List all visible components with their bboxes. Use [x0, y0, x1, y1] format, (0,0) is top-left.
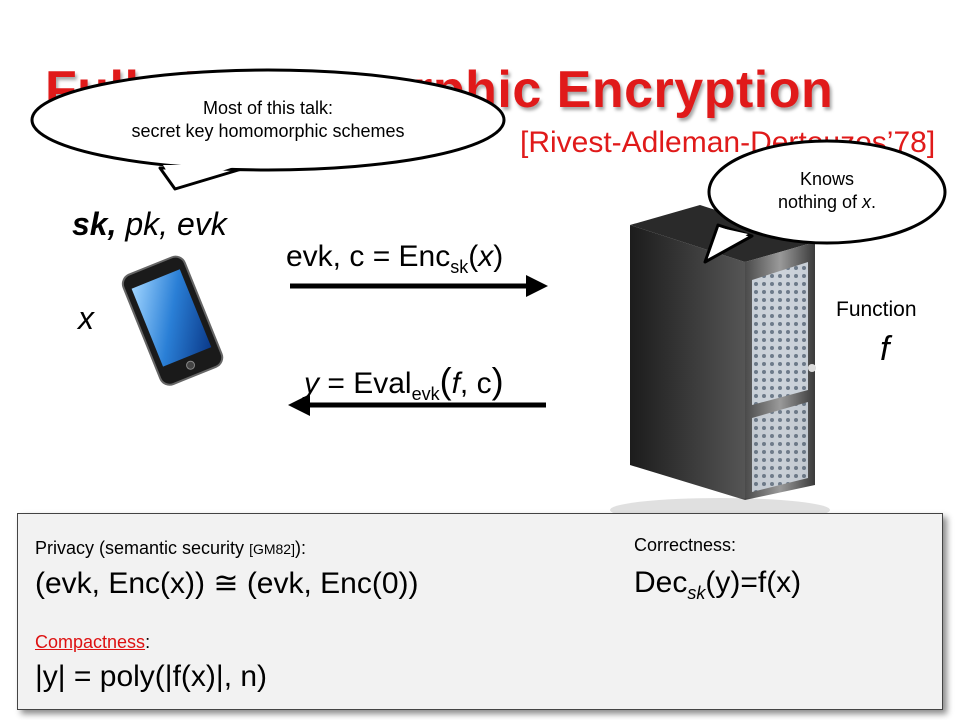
privacy-label: Privacy (semantic security [GM82]):: [35, 538, 306, 558]
properties-panel: [17, 513, 943, 710]
privacy-formula: (evk, Enc(x)) ≅ (evk, Enc(0)): [35, 567, 419, 600]
bubble-right-line2: nothing of x.: [777, 192, 877, 212]
send-arrow: [290, 275, 548, 297]
bubble-top-line1: Most of this talk:: [202, 98, 334, 118]
speech-bubble-right-text: Knows nothing of x.: [740, 168, 914, 214]
bubble-top-line2: secret key homomorphic schemes: [131, 121, 405, 141]
phone-icon: [121, 255, 224, 386]
correctness-formula: Decsk(y)=f(x): [634, 566, 802, 603]
function-symbol: f: [880, 330, 890, 368]
client-secret-input: x: [78, 300, 94, 336]
return-arrow: [288, 394, 546, 416]
function-label: Function: [836, 298, 917, 321]
return-message: y = Evalevk(f, c): [304, 360, 504, 404]
compactness-formula: |y| = poly(|f(x)|, n): [35, 660, 268, 693]
bubble-right-line1: Knows: [799, 169, 855, 189]
send-message: evk, c = Encsk(x): [286, 240, 504, 277]
correctness-label: Correctness:: [634, 535, 737, 555]
speech-bubble-top-text: Most of this talk: secret key homomorphi…: [92, 97, 444, 143]
speech-bubble-top: [30, 68, 506, 191]
secret-key-label: sk,: [72, 206, 117, 242]
speech-bubble-right: [703, 139, 947, 264]
compactness-label: Compactness:: [35, 632, 151, 652]
client-keys: sk, pk, evk: [72, 206, 227, 243]
public-keys-label: pk, evk: [125, 206, 227, 242]
